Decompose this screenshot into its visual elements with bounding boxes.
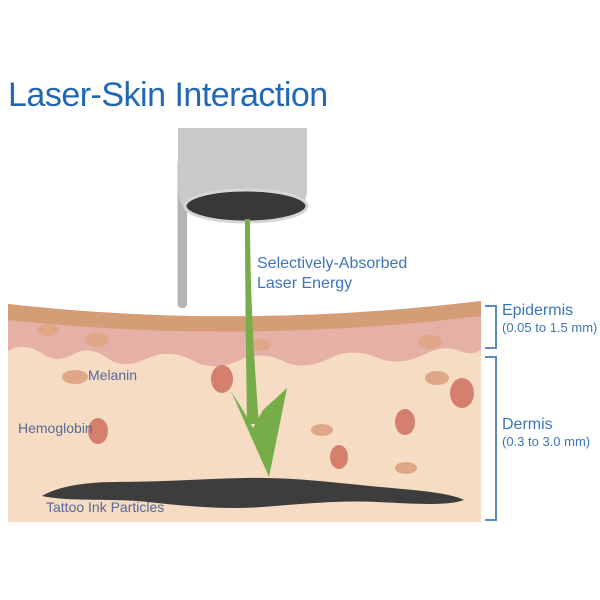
melanin-spot [311, 424, 333, 436]
melanin-spot [62, 370, 88, 384]
dermis-bracket [485, 356, 497, 521]
melanin-spot [251, 339, 271, 351]
dermis-range: (0.3 to 3.0 mm) [502, 434, 591, 449]
melanin-spot [395, 462, 417, 474]
hemoglobin-cell [88, 418, 108, 444]
beam-label-line2: Laser Energy [257, 275, 353, 292]
skin-surface-band [8, 301, 481, 332]
hemoglobin-cell [450, 378, 474, 408]
laser-beam-arrowhead [231, 388, 287, 477]
hemoglobin-cell [330, 445, 348, 469]
hemoglobin-cell [211, 365, 233, 393]
tattoo-ink-blob [42, 477, 464, 509]
epidermis-bracket [485, 305, 497, 349]
laser-beam-arrow [231, 219, 287, 477]
melanin-spot [418, 335, 442, 349]
melanin-spots [37, 324, 449, 474]
skin-block [8, 301, 481, 522]
beam-label: Selectively-Absorbed Laser Energy [257, 254, 407, 294]
laser-lens [183, 188, 309, 224]
epidermis-name: Epidermis [502, 302, 574, 319]
laser-device [177, 128, 309, 308]
page-title: Laser-Skin Interaction [8, 76, 328, 114]
beam-label-line1: Selectively-Absorbed [257, 255, 408, 272]
tattoo-ink-label: Tattoo Ink Particles [46, 499, 165, 515]
hemoglobin-label: Hemoglobin [18, 420, 93, 436]
laser-beam-shaft [245, 219, 259, 424]
hemoglobin-cells [88, 365, 474, 469]
layer-brackets [485, 305, 497, 521]
melanin-spot [85, 333, 109, 347]
epidermis-range: (0.05 to 1.5 mm) [502, 320, 598, 335]
dermis-label: Dermis (0.3 to 3.0 mm) [502, 416, 590, 450]
hemoglobin-cell [395, 409, 415, 435]
melanin-spot [425, 371, 449, 385]
melanin-spot [37, 324, 59, 336]
melanin-label: Melanin [88, 367, 138, 383]
dermis-name: Dermis [502, 416, 553, 433]
epidermis-label: Epidermis (0.05 to 1.5 mm) [502, 302, 597, 336]
